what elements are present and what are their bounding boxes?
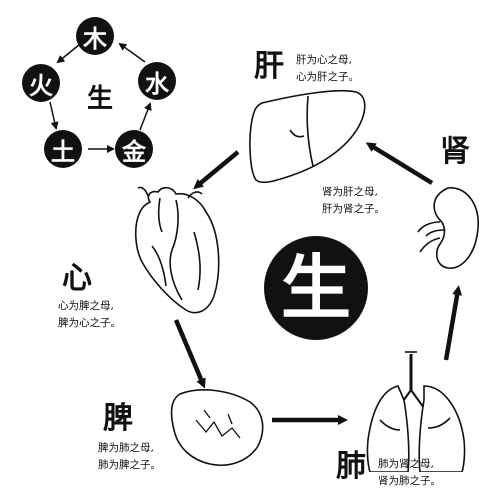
spleen-drawing [170, 389, 264, 466]
arrow-lung-to-kidney [443, 285, 463, 361]
fire-node: 火 [22, 64, 60, 102]
heart-note-line1: 心为脾之母, [58, 300, 114, 312]
arrow-fire-to-earth [49, 101, 59, 130]
kidney-note-line1: 肾为肝之母, [322, 186, 378, 198]
lung-title: 肺 [336, 449, 366, 484]
liver-drawing [249, 89, 366, 184]
liver-note-line1: 肝为心之母, [296, 54, 352, 66]
kidney-note: 肾为肝之母, 肝为肾之子。 [322, 184, 385, 218]
earth-label: 土 [51, 137, 75, 166]
heart-title: 心 [62, 261, 92, 296]
kidney-drawing [417, 187, 479, 269]
wuxing-center-label: 生 [86, 84, 113, 114]
arrow-heart-to-spleen [173, 319, 206, 389]
fire-label: 火 [29, 71, 53, 100]
heart-note: 心为脾之母, 脾为心之子。 [58, 298, 121, 332]
organ-cycle-arrows [173, 142, 463, 425]
water-node: 水 [138, 62, 176, 100]
heart-drawing [134, 186, 220, 314]
spleen-note-line2: 肺为脾之子。 [98, 459, 161, 471]
water-label: 水 [145, 69, 169, 98]
spleen-note-line1: 脾为肺之母, [98, 442, 154, 454]
lung-note-line2: 肾为肺之子。 [378, 475, 441, 487]
center-sheng-label: 生 [281, 247, 351, 329]
wood-label: 木 [83, 24, 107, 53]
arrow-wood-to-fire [56, 43, 81, 64]
metal-node: 金 [115, 130, 153, 168]
kidney-note-line2: 肝为肾之子。 [322, 203, 385, 215]
arrow-water-to-wood [118, 42, 146, 63]
arrow-kidney-to-liver [365, 142, 434, 185]
liver-note-line2: 心为肝之子。 [296, 71, 359, 83]
wuxing-arrows [49, 42, 152, 153]
lung-note: 肺为肾之母, 肾为肺之子。 [378, 456, 441, 490]
arrow-liver-to-heart [193, 150, 240, 190]
center-sheng-badge: 生 [264, 236, 368, 340]
spleen-note: 脾为肺之母, 肺为脾之子。 [98, 440, 161, 474]
cycle-illustration [49, 42, 479, 472]
wood-node: 木 [76, 17, 114, 55]
kidney-title: 肾 [440, 134, 470, 169]
liver-title: 肝 [254, 49, 284, 84]
heart-note-line2: 脾为心之子。 [58, 317, 121, 329]
lung-drawing [366, 351, 466, 472]
arrow-metal-to-water [139, 102, 152, 131]
spleen-title: 脾 [103, 401, 133, 436]
liver-note: 肝为心之母, 心为肝之子。 [296, 52, 359, 86]
lung-note-line1: 肺为肾之母, [378, 458, 434, 470]
metal-label: 金 [122, 137, 146, 166]
earth-node: 土 [44, 130, 82, 168]
